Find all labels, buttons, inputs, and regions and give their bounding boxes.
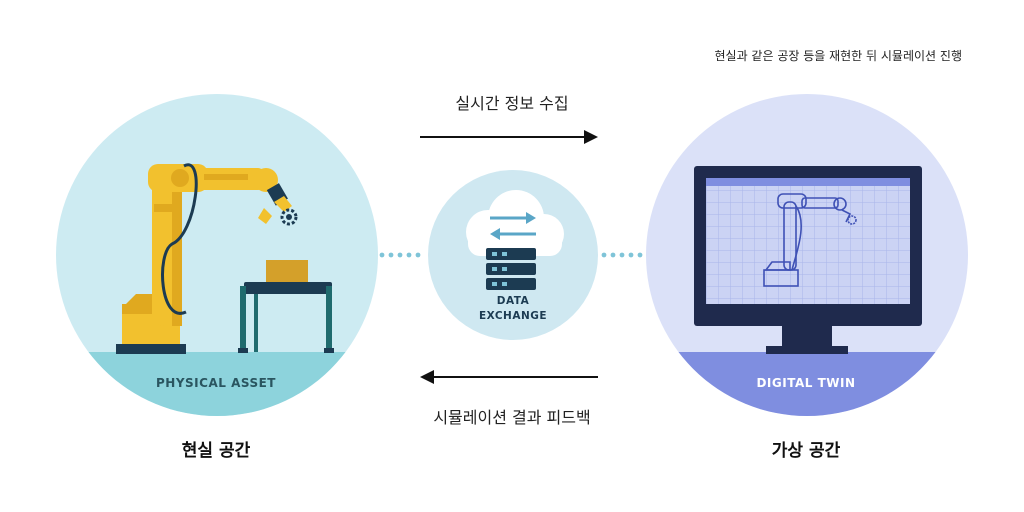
dotted-connector-left	[379, 252, 421, 258]
digital-twin-label: DIGITAL TWIN	[756, 376, 856, 390]
digital-space-caption: 가상 공간	[771, 441, 841, 461]
arrow-left-icon	[420, 370, 598, 384]
data-exchange-label: DATA EXCHANGE	[428, 294, 598, 324]
realtime-collection-label: 실시간 정보 수집	[455, 94, 569, 113]
gear-icon	[280, 208, 298, 226]
top-note: 현실과 같은 공장 등을 재현한 뒤 시뮬레이션 진행	[714, 49, 962, 63]
monitor-icon	[694, 166, 922, 354]
physical-asset-label: PHYSICAL ASSET	[156, 376, 276, 390]
digital-twin-circle	[646, 94, 968, 416]
data-exchange-line1: DATA	[496, 295, 530, 307]
simulation-feedback-label: 시뮬레이션 결과 피드백	[433, 408, 591, 427]
physical-asset-circle	[56, 94, 378, 416]
dotted-connector-right	[601, 252, 643, 258]
workbench-icon	[238, 260, 334, 353]
physical-space-caption: 현실 공간	[181, 441, 251, 461]
arrow-right-icon	[420, 130, 598, 144]
physical-ground-band	[56, 352, 378, 416]
data-exchange-circle	[428, 170, 598, 340]
data-exchange-line2: EXCHANGE	[478, 310, 548, 322]
cloud-server-icon	[466, 190, 564, 290]
robot-arm-icon	[116, 163, 292, 354]
digital-ground-band	[646, 352, 968, 416]
